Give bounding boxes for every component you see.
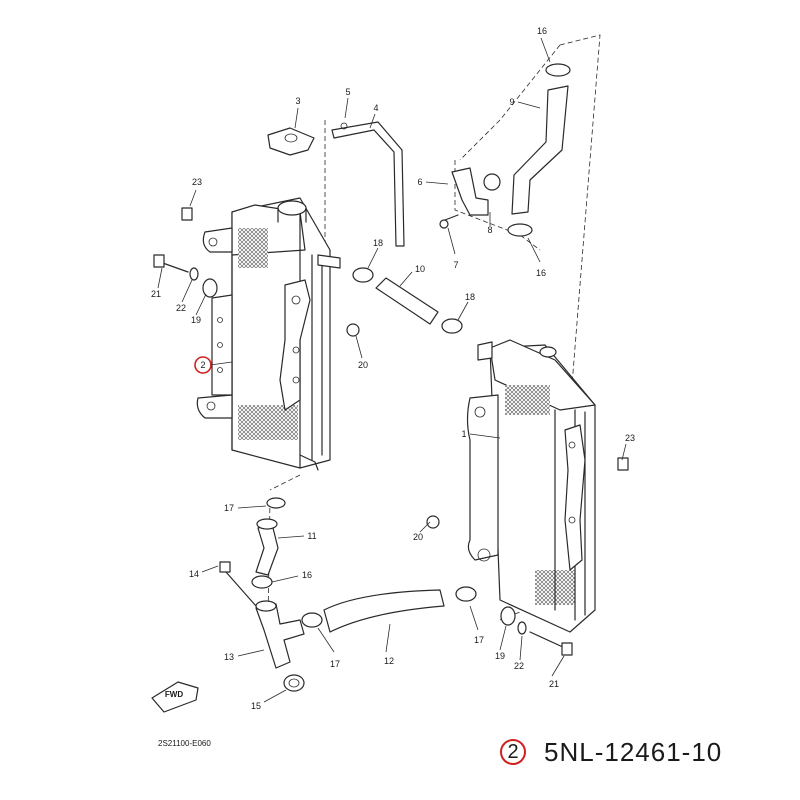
joint-13: [219, 561, 305, 669]
callout-2: 2: [200, 360, 205, 370]
callout-16: 16: [537, 26, 547, 36]
part-number-footer: 2 5NL-12461-10: [500, 734, 722, 770]
callout-12: 12: [384, 656, 394, 666]
callout-23: 23: [625, 433, 635, 443]
callout-19: 19: [495, 651, 505, 661]
callout-22: 22: [514, 661, 524, 671]
hose-11: [251, 497, 286, 589]
callout-15: 15: [251, 701, 261, 711]
callout-22: 22: [176, 303, 186, 313]
callout-6: 6: [417, 177, 422, 187]
hose-12: [301, 586, 477, 633]
callout-16: 16: [536, 268, 546, 278]
callout-16: 16: [302, 570, 312, 580]
callout-5: 5: [345, 87, 350, 97]
callout-labels: 16 9 3 5 4 6 8 7 16 23 18 10 21 22 19 18…: [151, 26, 635, 711]
callout-20: 20: [358, 360, 368, 370]
callout-19: 19: [191, 315, 201, 325]
callout-10: 10: [415, 264, 425, 274]
drawing-code: 2S21100-E060: [158, 739, 211, 748]
leader-lines: [157, 37, 627, 703]
callout-13: 13: [224, 652, 234, 662]
part-number-text: 5NL-12461-10: [544, 736, 723, 767]
hose-10: [352, 267, 463, 334]
ref-number-badge: 2: [500, 739, 526, 765]
callout-18: 18: [465, 292, 475, 302]
radiator-cap: [267, 127, 315, 156]
o-ring-15: [283, 674, 305, 692]
callout-17: 17: [224, 503, 234, 513]
right-radiator: [466, 339, 596, 633]
callout-9: 9: [509, 97, 514, 107]
bolts-right: [426, 457, 629, 656]
thermo-fitting-6: [439, 167, 501, 229]
bolts-left: [153, 207, 360, 337]
callout-17: 17: [330, 659, 340, 669]
callout-18: 18: [373, 238, 383, 248]
callout-21: 21: [549, 679, 559, 689]
fwd-arrow: FWD: [151, 681, 199, 713]
callout-1: 1: [461, 429, 466, 439]
upper-hose-9: [507, 63, 571, 237]
breather-hose: [331, 121, 405, 247]
callout-23: 23: [192, 177, 202, 187]
callout-7: 7: [453, 260, 458, 270]
callout-20: 20: [413, 532, 423, 542]
callout-3: 3: [295, 96, 300, 106]
callout-4: 4: [373, 103, 378, 113]
callout-17: 17: [474, 635, 484, 645]
fwd-label: FWD: [165, 690, 183, 699]
left-radiator: [196, 197, 341, 471]
callout-2-highlight-ring: [194, 356, 212, 374]
callout-8: 8: [487, 225, 492, 235]
callout-14: 14: [189, 569, 199, 579]
callout-21: 21: [151, 289, 161, 299]
callout-11: 11: [307, 531, 316, 541]
